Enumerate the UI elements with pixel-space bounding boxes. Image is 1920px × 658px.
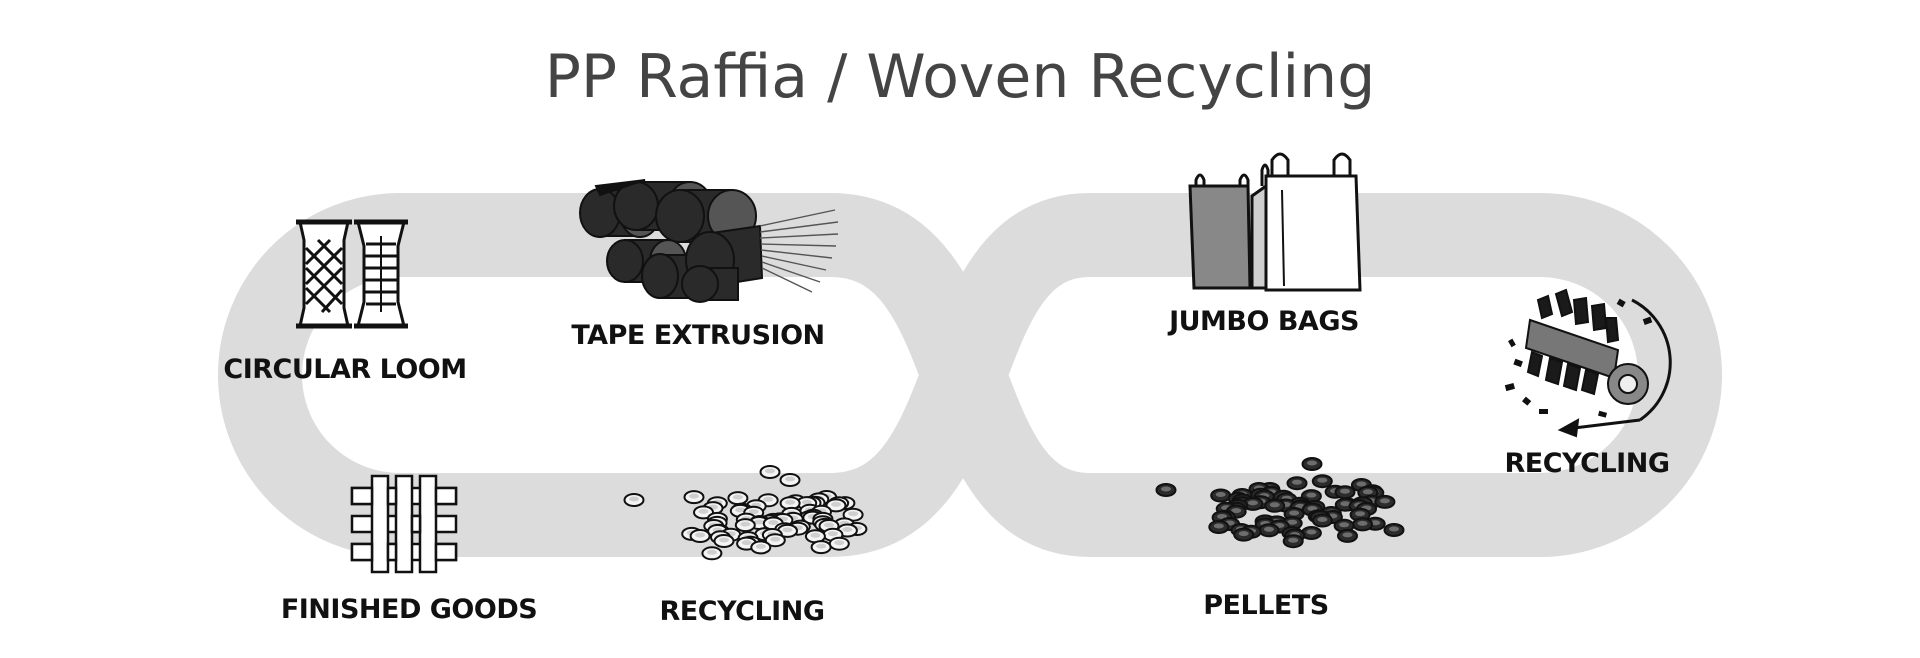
- pellet-highlight: [1247, 500, 1258, 506]
- shredder-icon: [1504, 288, 1672, 438]
- pellet-highlight: [824, 522, 834, 528]
- pellet-highlight: [748, 509, 759, 515]
- pellet-highlight: [1231, 508, 1242, 514]
- pellet-highlight: [1340, 501, 1351, 507]
- pellet-highlight: [1317, 477, 1328, 483]
- pellet-highlight: [1238, 531, 1249, 537]
- flakes-icon: [623, 465, 868, 561]
- pellet-highlight: [834, 540, 845, 546]
- pellet-highlight: [842, 527, 853, 532]
- pellet-highlight: [827, 531, 838, 537]
- pellet-highlight: [1306, 529, 1317, 535]
- pellet-highlight: [1269, 502, 1280, 508]
- pellet-highlight: [1389, 526, 1399, 532]
- pellet-highlight: [1217, 514, 1228, 519]
- pellet-highlight: [785, 476, 795, 482]
- label-finished-goods: FINISHED GOODS: [280, 594, 538, 625]
- pellet-highlight: [1161, 486, 1171, 492]
- label-tape-extrusion: TAPE EXTRUSION: [571, 320, 825, 351]
- pellet-highlight: [810, 532, 821, 538]
- pellet-highlight: [755, 543, 766, 549]
- pellet-highlight: [1356, 481, 1367, 487]
- pellet-highlight: [1307, 506, 1318, 511]
- pellet-highlight: [754, 519, 764, 525]
- pellet-highlight: [706, 549, 717, 555]
- pellet-highlight: [1355, 511, 1366, 517]
- pellet-highlight: [740, 521, 751, 527]
- pellet-highlight: [1317, 517, 1328, 522]
- pellet-highlight: [1215, 492, 1226, 497]
- pellet-highlight: [782, 527, 793, 533]
- diagram-title: PP Raffia / Woven Recycling: [544, 42, 1376, 112]
- pellet-highlight: [765, 468, 775, 474]
- pellet-highlight: [1289, 510, 1300, 516]
- pellets-icon: [1155, 457, 1405, 549]
- pellet-highlight: [735, 507, 746, 513]
- pellet-highlight: [629, 496, 639, 502]
- jumbo-bag-icon: [1188, 152, 1362, 292]
- pellet-highlight: [770, 536, 781, 542]
- pellet-highlight: [741, 540, 752, 546]
- pellet-highlight: [1292, 479, 1302, 485]
- pellet-highlight: [1306, 492, 1317, 498]
- label-recycling-shredder: RECYCLING: [1504, 448, 1670, 479]
- pellet-highlight: [1287, 519, 1298, 525]
- pellet-highlight: [689, 493, 699, 499]
- pellet-highlight: [1307, 460, 1317, 466]
- pellet-highlight: [695, 532, 706, 538]
- label-pellets: PELLETS: [1203, 590, 1329, 621]
- pellet-highlight: [732, 494, 743, 500]
- pellet-highlight: [816, 543, 827, 549]
- label-recycling-flakes: RECYCLING: [659, 596, 825, 627]
- label-circular-loom: CIRCULAR LOOM: [223, 354, 467, 385]
- pellet-highlight: [698, 508, 709, 514]
- pellet-highlight: [801, 499, 812, 505]
- spool-icon: [296, 219, 408, 329]
- pellet-highlight: [1357, 520, 1368, 526]
- pellet-highlight: [1379, 498, 1390, 504]
- pellet-highlight: [719, 537, 729, 543]
- pellet-highlight: [1342, 532, 1353, 538]
- pellet-highlight: [1288, 537, 1299, 543]
- pellet-highlight: [1264, 526, 1274, 532]
- pellet-highlight: [1213, 523, 1224, 529]
- pellet-highlight: [785, 499, 796, 505]
- loop-track-path: [218, 193, 1722, 557]
- pellet-highlight: [1362, 489, 1373, 495]
- label-jumbo-bags: JUMBO BAGS: [1169, 306, 1359, 337]
- woven-fabric-icon: [350, 474, 458, 574]
- pellet-highlight: [1339, 522, 1350, 528]
- pellet-highlight: [848, 511, 859, 517]
- pellet-highlight: [831, 501, 841, 507]
- tape-rolls-icon: [579, 179, 839, 303]
- pellet-highlight: [763, 496, 774, 502]
- pellet-highlight: [768, 520, 779, 525]
- pellet-highlight: [1340, 488, 1350, 494]
